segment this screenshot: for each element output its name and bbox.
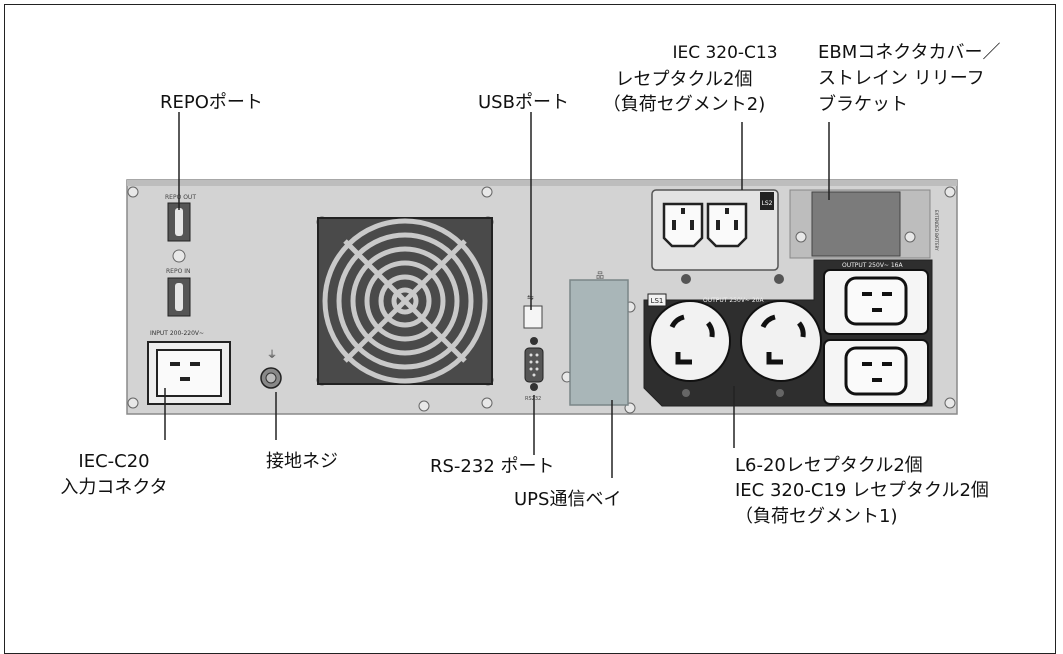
l6-label-line2: IEC 320-C19 レセプタクル2個 (735, 480, 989, 501)
ground-screw (260, 367, 282, 389)
c13-receptacle-2 (706, 202, 748, 248)
ebm-small-text: EXTENDED BATTERY (934, 210, 939, 251)
ls1-text: LS1 (651, 297, 664, 305)
repo-port-label: REPOポート (160, 92, 263, 113)
iec-c13-label-line3: （負荷セグメント2) (603, 94, 765, 115)
iec-c20-label-line2: 入力コネクタ (60, 477, 167, 498)
iec-c13-label-line1: IEC 320-C13 (672, 43, 777, 63)
output-16a-text: OUTPUT 250V~ 16A (842, 262, 903, 269)
l6-20-receptacle-1 (649, 300, 731, 382)
ground-screw-label: 接地ネジ (266, 451, 338, 472)
fan-grille (317, 217, 493, 385)
ls2-text: LS2 (762, 200, 773, 207)
repo-out-text: REPO OUT (165, 194, 196, 201)
repo-in-text: REPO IN (166, 268, 190, 275)
l6-label-line3: （負荷セグメント1) (735, 506, 897, 527)
usb-port (523, 305, 543, 329)
leader-lines (164, 112, 830, 478)
output-20a-text: OUTPUT 250V~ 20A (703, 297, 764, 304)
c19-receptacle-1 (823, 269, 929, 335)
ebm-label-line3: ブラケット (818, 93, 908, 115)
l6-20-receptacle-2 (740, 300, 822, 382)
iec-c13-label-line2: レセプタクル2個 (616, 69, 753, 90)
svg-text:⏚: ⏚ (267, 349, 277, 361)
iec-c20-label-line1: IEC-C20 (78, 451, 149, 472)
rs232-port (524, 347, 544, 383)
rs232-small-text: RS232 (525, 396, 541, 402)
l6-label-line1: L6-20レセプタクル2個 (735, 455, 923, 476)
ebm-label-line1: EBMコネクタカバー／ (818, 42, 1001, 63)
ebm-label-line2: ストレイン リリーフ (818, 68, 985, 89)
svg-text:品: 品 (596, 271, 604, 280)
ups-bay-label: UPS通信ベイ (514, 489, 621, 510)
c19-receptacle-2 (823, 339, 929, 405)
ups-communication-bay (569, 279, 629, 406)
rs232-label: RS-232 ポート (430, 456, 555, 477)
input-text: INPUT 200-220V~ (150, 330, 204, 337)
c13-receptacle-1 (662, 202, 704, 248)
usb-port-label: USBポート (478, 92, 569, 113)
